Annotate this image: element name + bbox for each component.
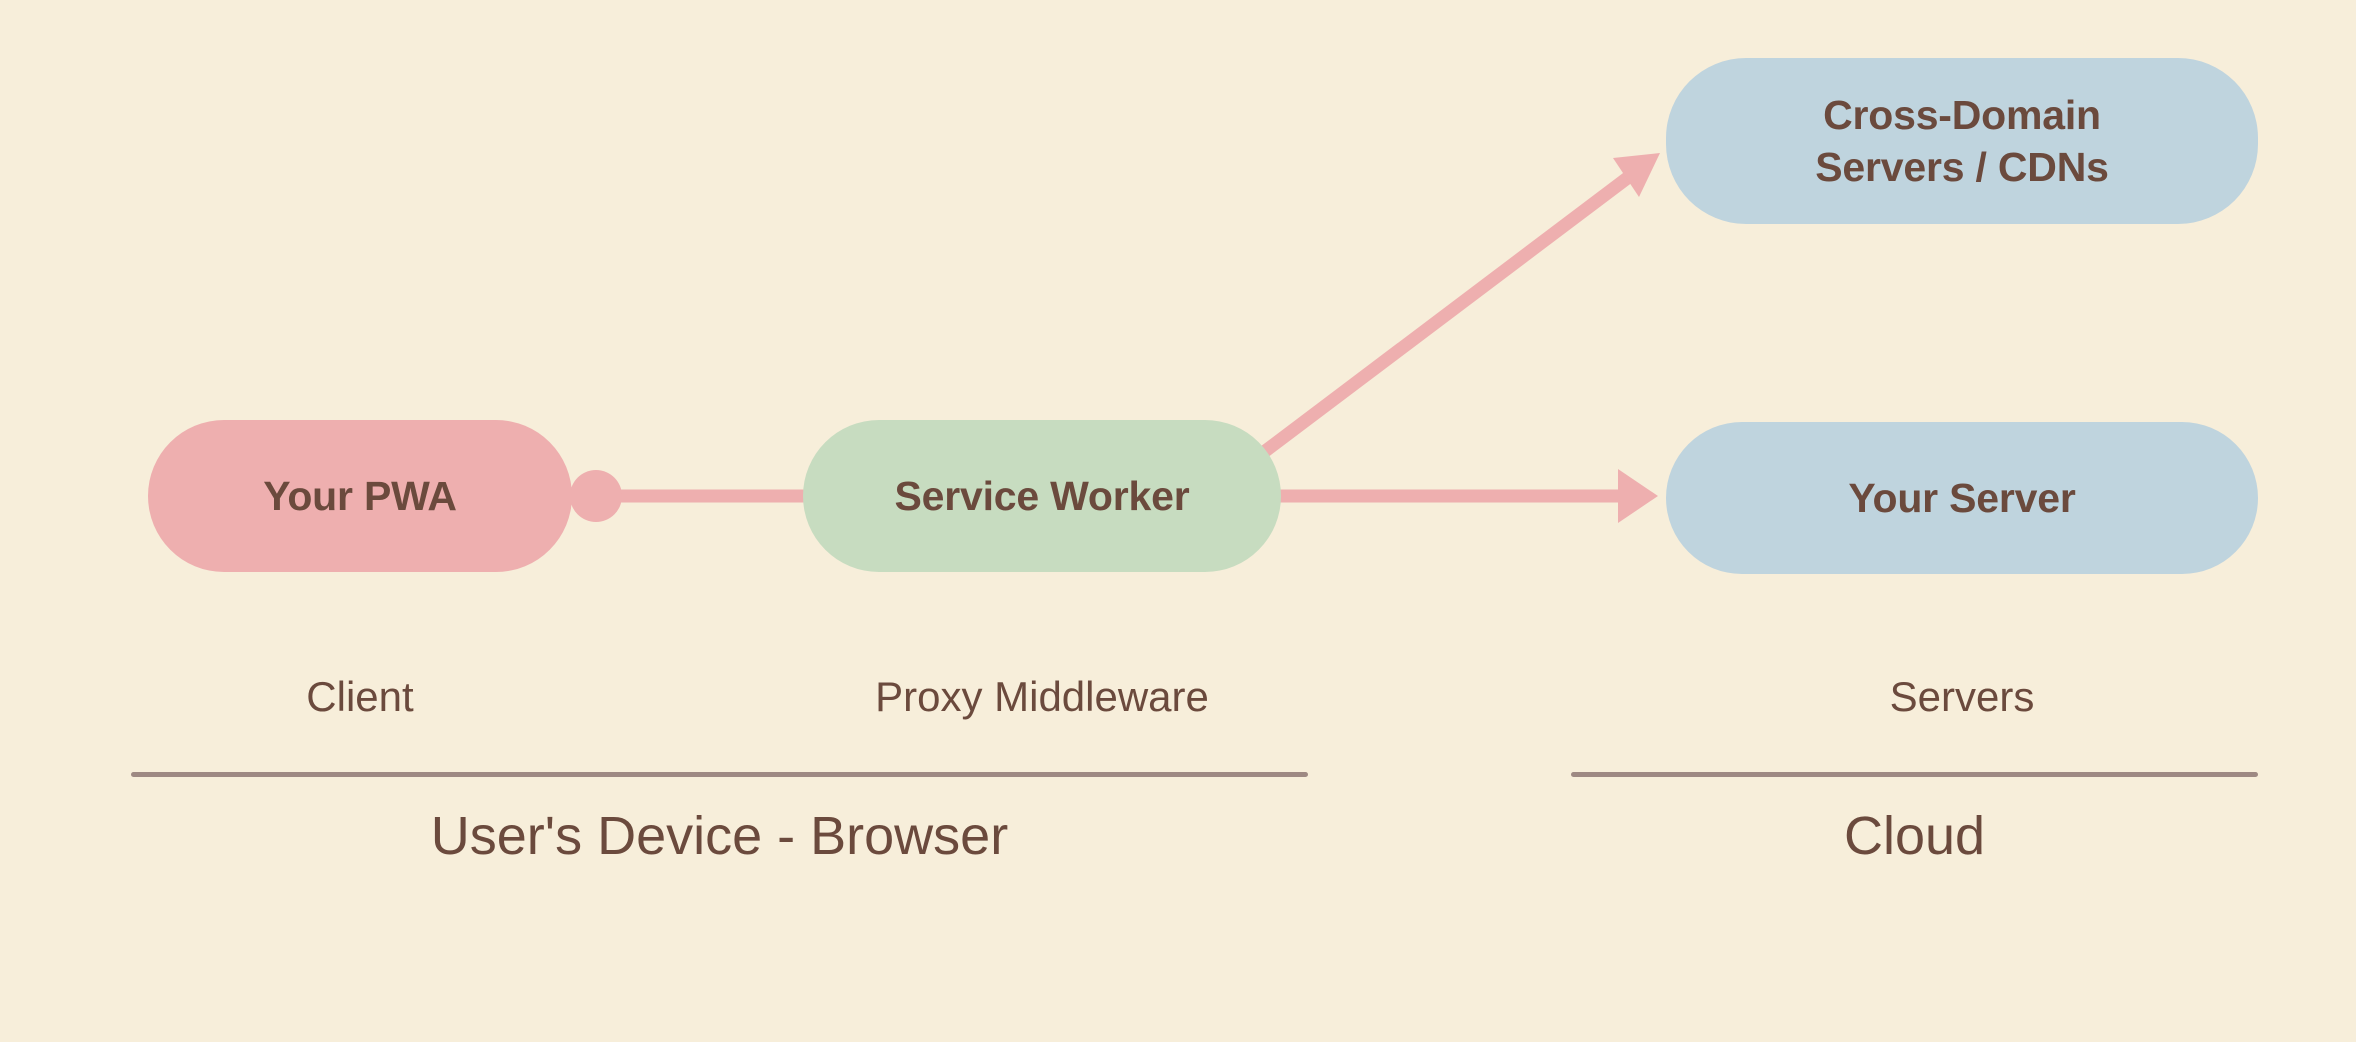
- node-cross-domain-servers[interactable]: Cross-Domain Servers / CDNs: [1666, 58, 2258, 224]
- connector-pwa-to-service-worker: [570, 470, 812, 522]
- node-your-pwa[interactable]: Your PWA: [148, 420, 572, 572]
- arrowhead-icon: [1613, 153, 1660, 197]
- node-service-worker[interactable]: Service Worker: [803, 420, 1281, 572]
- node-cross-domain-line-2: Servers / CDNs: [1815, 144, 2109, 190]
- connector-dot-icon: [570, 470, 622, 522]
- node-your-server[interactable]: Your Server: [1666, 422, 2258, 574]
- connector-service-worker-to-your-server: [1272, 469, 1658, 523]
- group-title-cloud: Cloud: [1843, 806, 1986, 866]
- lane-caption-proxy-middleware: Proxy Middleware: [875, 673, 1209, 720]
- lane-caption-client: Client: [306, 673, 414, 720]
- group-divider-browser: [131, 772, 1308, 777]
- arrowhead-icon: [1618, 469, 1658, 523]
- lane-caption-servers: Servers: [1889, 673, 2035, 720]
- node-your-pwa-label: Your PWA: [263, 472, 457, 519]
- node-service-worker-label: Service Worker: [894, 472, 1190, 519]
- node-your-server-label: Your Server: [1848, 474, 2076, 521]
- node-cross-domain-servers-label: Cross-Domain Servers / CDNs: [1815, 89, 2109, 194]
- node-cross-domain-line-1: Cross-Domain: [1823, 91, 2101, 138]
- group-divider-cloud: [1571, 772, 2258, 777]
- connector-service-worker-to-cross-domain: [1260, 153, 1660, 458]
- group-title-users-device-browser: User's Device - Browser: [430, 806, 1009, 866]
